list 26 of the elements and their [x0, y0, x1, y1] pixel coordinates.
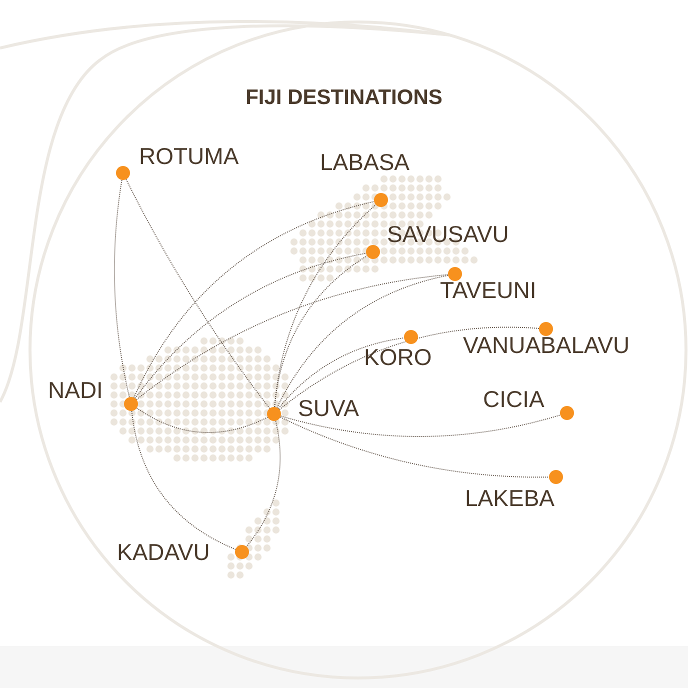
route-line [280, 416, 550, 478]
route-line [246, 420, 281, 548]
destination-label: LAKEBA [465, 487, 554, 510]
route-line [136, 408, 268, 433]
route-line [134, 252, 367, 399]
destination-label: KADAVU [117, 541, 210, 564]
destination-label: ROTUMA [139, 145, 239, 168]
route-line [131, 410, 236, 550]
destination-label: LABASA [320, 151, 410, 174]
route-line [278, 337, 405, 410]
route-line [136, 274, 449, 400]
route-line [280, 414, 561, 437]
route-line [133, 201, 375, 398]
destination-label: TAVEUNI [440, 279, 536, 302]
route-line [276, 274, 449, 408]
destination-label: SUVA [298, 397, 359, 420]
destination-label: VANUABALAVU [463, 334, 630, 357]
route-line [274, 255, 368, 408]
destination-label: SAVUSAVU [387, 223, 509, 246]
route-line [126, 178, 270, 409]
diagram-title: FIJI DESTINATIONS [246, 86, 442, 109]
destination-label: CICIA [483, 388, 544, 411]
destination-label: KORO [364, 346, 432, 369]
destination-label: NADI [48, 379, 103, 402]
route-line [278, 326, 540, 410]
route-line [114, 179, 130, 398]
